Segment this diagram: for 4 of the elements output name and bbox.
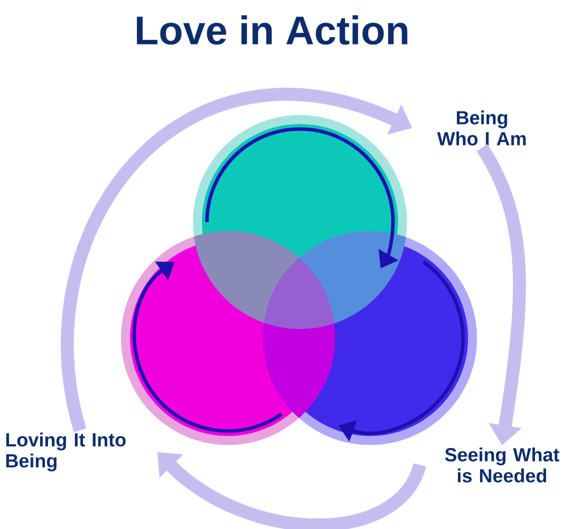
cycle-label: Loving It Into Being: [6, 432, 126, 472]
title: Love in Action: [136, 15, 408, 45]
cycle-label: Seeing What is Needed: [445, 448, 560, 482]
cycle-label: Being Who I Am: [437, 110, 526, 146]
